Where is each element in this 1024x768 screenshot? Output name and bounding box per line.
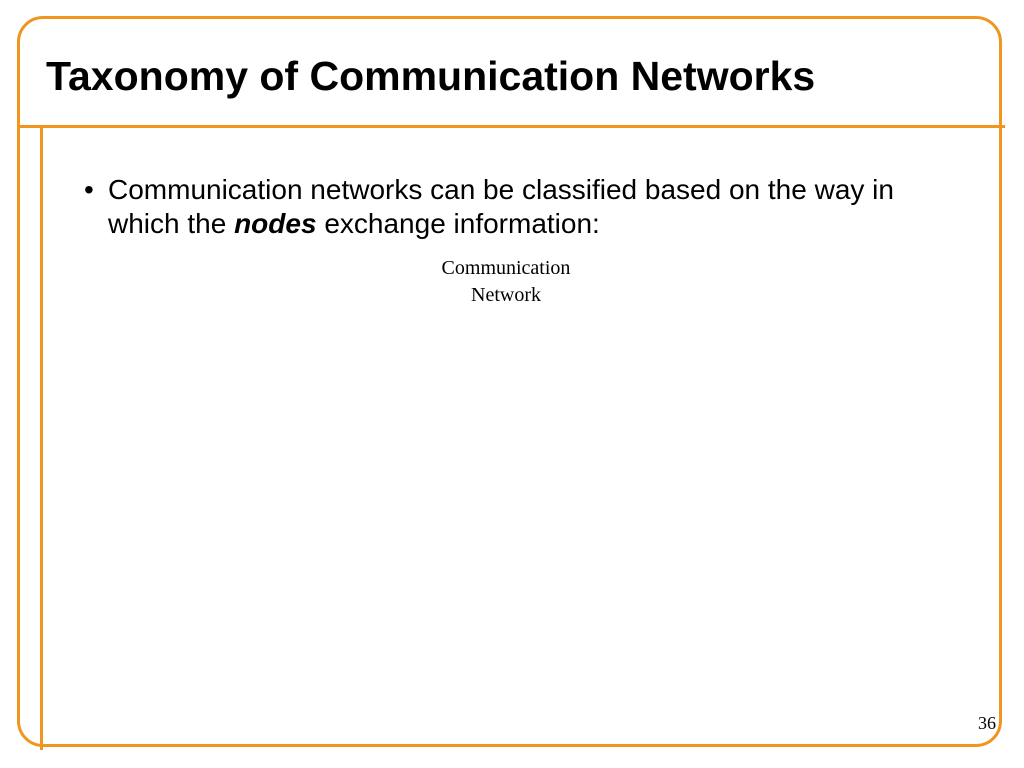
bullet-item: • Communication networks can be classifi… bbox=[84, 173, 924, 241]
slide-title: Taxonomy of Communication Networks bbox=[46, 53, 816, 99]
bullet-emphasis-nodes: nodes bbox=[234, 208, 317, 239]
slide-frame bbox=[17, 16, 1002, 747]
title-divider bbox=[17, 125, 1005, 128]
bullet-text-before: Communication networks can be classified… bbox=[108, 174, 894, 239]
left-accent-rule bbox=[40, 125, 43, 750]
diagram-root-node-line-2: Network bbox=[471, 284, 541, 306]
bullet-marker: • bbox=[84, 174, 94, 205]
diagram-root-node-line-1: Communication bbox=[441, 257, 571, 279]
page-number: 36 bbox=[978, 713, 996, 733]
bullet-text-after: exchange information: bbox=[316, 208, 600, 239]
diagram-root-node: Communication Network bbox=[408, 255, 604, 309]
